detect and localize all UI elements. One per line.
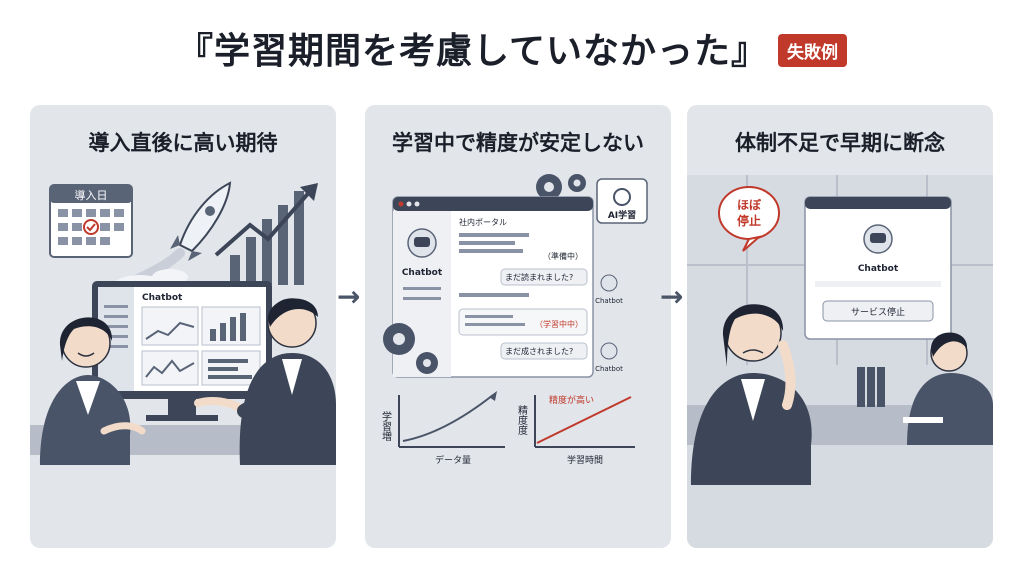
panel-illustration: AI学習 Chatbot 社内ポータル （準備中） まだ読まれました? （学習中… bbox=[380, 174, 648, 466]
panel-illustration: ほぼ 停止 Chatbot サービス停止 bbox=[687, 175, 993, 548]
ai-learning-badge: AI学習 bbox=[596, 178, 648, 224]
panel-high-expectations: 導入直後に高い期待 導入日 bbox=[30, 105, 336, 548]
speech-bubble: ほぼ 停止 bbox=[718, 186, 780, 252]
window-header-text: 社内ポータル bbox=[459, 217, 507, 227]
stopped-chatbot-window: Chatbot サービス停止 bbox=[804, 196, 952, 340]
panel-heading: 学習中で精度が安定しない bbox=[392, 131, 644, 155]
question-2: まだ成されました? bbox=[505, 346, 573, 356]
panel-heading: 導入直後に高い期待 bbox=[88, 131, 278, 155]
graph2-note: 精度が高い bbox=[549, 394, 594, 406]
man-figure bbox=[194, 298, 336, 465]
panel-illustration: 導入日 bbox=[30, 181, 336, 465]
graph1-y-label: 学習増 bbox=[380, 410, 392, 442]
worried-woman-figure bbox=[691, 304, 812, 485]
flow-arrow-1: → bbox=[337, 280, 361, 313]
gear-icon bbox=[536, 174, 586, 200]
question-1: まだ読まれました? bbox=[505, 272, 573, 282]
graph1-x-label: データ量 bbox=[435, 454, 471, 466]
calendar-icon: 導入日 bbox=[49, 184, 133, 258]
status-preparing: （準備中） bbox=[543, 251, 583, 261]
bubble-text-2: 停止 bbox=[737, 213, 761, 228]
panel-unstable-accuracy: 学習中で精度が安定しない AI学習 Chatbot 社内ポータル （準備中） bbox=[365, 105, 671, 548]
ai-badge-label: AI学習 bbox=[608, 209, 636, 221]
status-learning: （学習中中） bbox=[535, 319, 583, 329]
bubble-text-1: ほぼ bbox=[737, 198, 762, 212]
portal-window: Chatbot 社内ポータル （準備中） まだ読まれました? （学習中中） まだ… bbox=[392, 196, 594, 378]
panel-early-abandonment: 体制不足で早期に断念 ほぼ 停止 Chatbot サービス停止 bbox=[687, 105, 993, 548]
window-bot-label: Chatbot bbox=[402, 268, 443, 278]
data-volume-graph: 学習増 データ量 bbox=[380, 391, 505, 466]
panel-heading: 体制不足で早期に断念 bbox=[735, 131, 945, 155]
bot-small-label-2: Chatbot bbox=[595, 365, 623, 373]
failure-badge: 失敗例 bbox=[777, 33, 847, 67]
graph2-y-label: 精度度 bbox=[516, 404, 528, 436]
calendar-label: 導入日 bbox=[75, 188, 108, 202]
screen-title: Chatbot bbox=[142, 293, 183, 303]
chatbot-small-icon: Chatbot Chatbot bbox=[595, 274, 623, 373]
page-title: 『学習期間を考慮していなかった』 bbox=[177, 31, 768, 72]
tired-worker-figure bbox=[903, 332, 993, 445]
gear-icon bbox=[383, 323, 438, 374]
monitor-screen: Chatbot bbox=[92, 281, 272, 421]
woman-figure bbox=[40, 317, 146, 465]
growth-chart-icon bbox=[214, 183, 318, 285]
flow-arrow-2: → bbox=[660, 280, 684, 313]
bot-small-label-1: Chatbot bbox=[595, 297, 623, 305]
binders bbox=[857, 367, 885, 407]
graph2-x-label: 学習時間 bbox=[567, 454, 603, 466]
header: 『学習期間を考慮していなかった』 失敗例 bbox=[0, 18, 1024, 78]
accuracy-graph: 精度度 精度が高い 学習時間 bbox=[516, 394, 635, 466]
service-stop-button: サービス停止 bbox=[851, 306, 905, 318]
stopped-bot-label: Chatbot bbox=[858, 264, 899, 274]
